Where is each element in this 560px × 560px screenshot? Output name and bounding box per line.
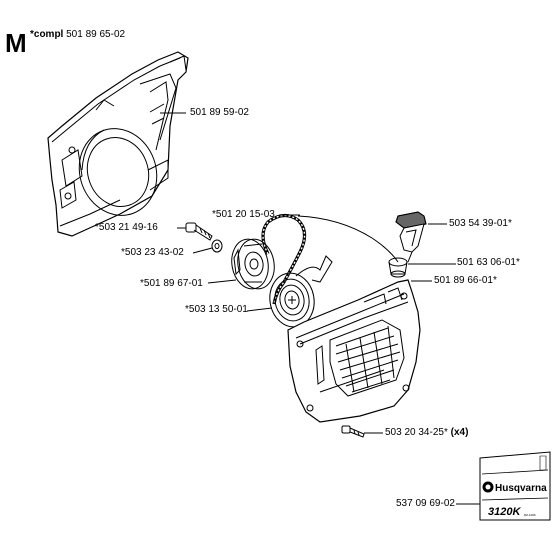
housing-screw-label: 503 20 34-25* (x4) bbox=[385, 427, 468, 439]
clutch-cover-drawing bbox=[47, 51, 189, 237]
decal-brand: Husqvarna bbox=[495, 483, 547, 494]
decal-model: 3120K bbox=[488, 506, 521, 518]
compl-prefix: *compl bbox=[30, 29, 64, 40]
spring-leader bbox=[246, 307, 273, 312]
washer-label: *503 23 43-02 bbox=[121, 247, 184, 258]
handle-label: 503 54 39-01* bbox=[449, 218, 512, 229]
decal-label: 537 09 69-02 bbox=[396, 498, 455, 509]
rope-drawing bbox=[261, 213, 399, 305]
clutch-cover-label: 501 89 59-02 bbox=[190, 107, 249, 118]
housing-screw-drawing bbox=[341, 425, 365, 438]
screw-label: *503 21 49-16 bbox=[95, 222, 158, 233]
compl-number: 501 89 65-02 bbox=[66, 29, 126, 40]
washer-drawing bbox=[211, 239, 223, 253]
housing-screw-number: 503 20 34-25* bbox=[385, 427, 448, 438]
bushing-drawing bbox=[388, 257, 408, 278]
decal-small-text: RZ-1006 bbox=[524, 513, 536, 517]
compl-label: *compl 501 89 65-02 bbox=[30, 29, 125, 40]
housing-label: 501 89 66-01* bbox=[434, 275, 497, 286]
decal-drawing bbox=[479, 451, 551, 521]
washer-leader bbox=[192, 247, 213, 254]
screw-drawing bbox=[185, 222, 213, 241]
bushing-label: 501 63 06-01* bbox=[457, 257, 520, 268]
pulley-leader bbox=[207, 279, 237, 284]
housing-screw-qty: (x4) bbox=[450, 427, 469, 438]
spring-label: *503 13 50-01 bbox=[185, 304, 248, 315]
pulley-label: *501 89 67-01 bbox=[140, 278, 203, 289]
pulley-drawing bbox=[231, 238, 275, 290]
handle-drawing bbox=[395, 211, 427, 263]
starter-housing-drawing bbox=[287, 279, 421, 423]
rope-label: *501 20 15-03 bbox=[212, 209, 275, 220]
section-letter: M bbox=[5, 28, 27, 58]
